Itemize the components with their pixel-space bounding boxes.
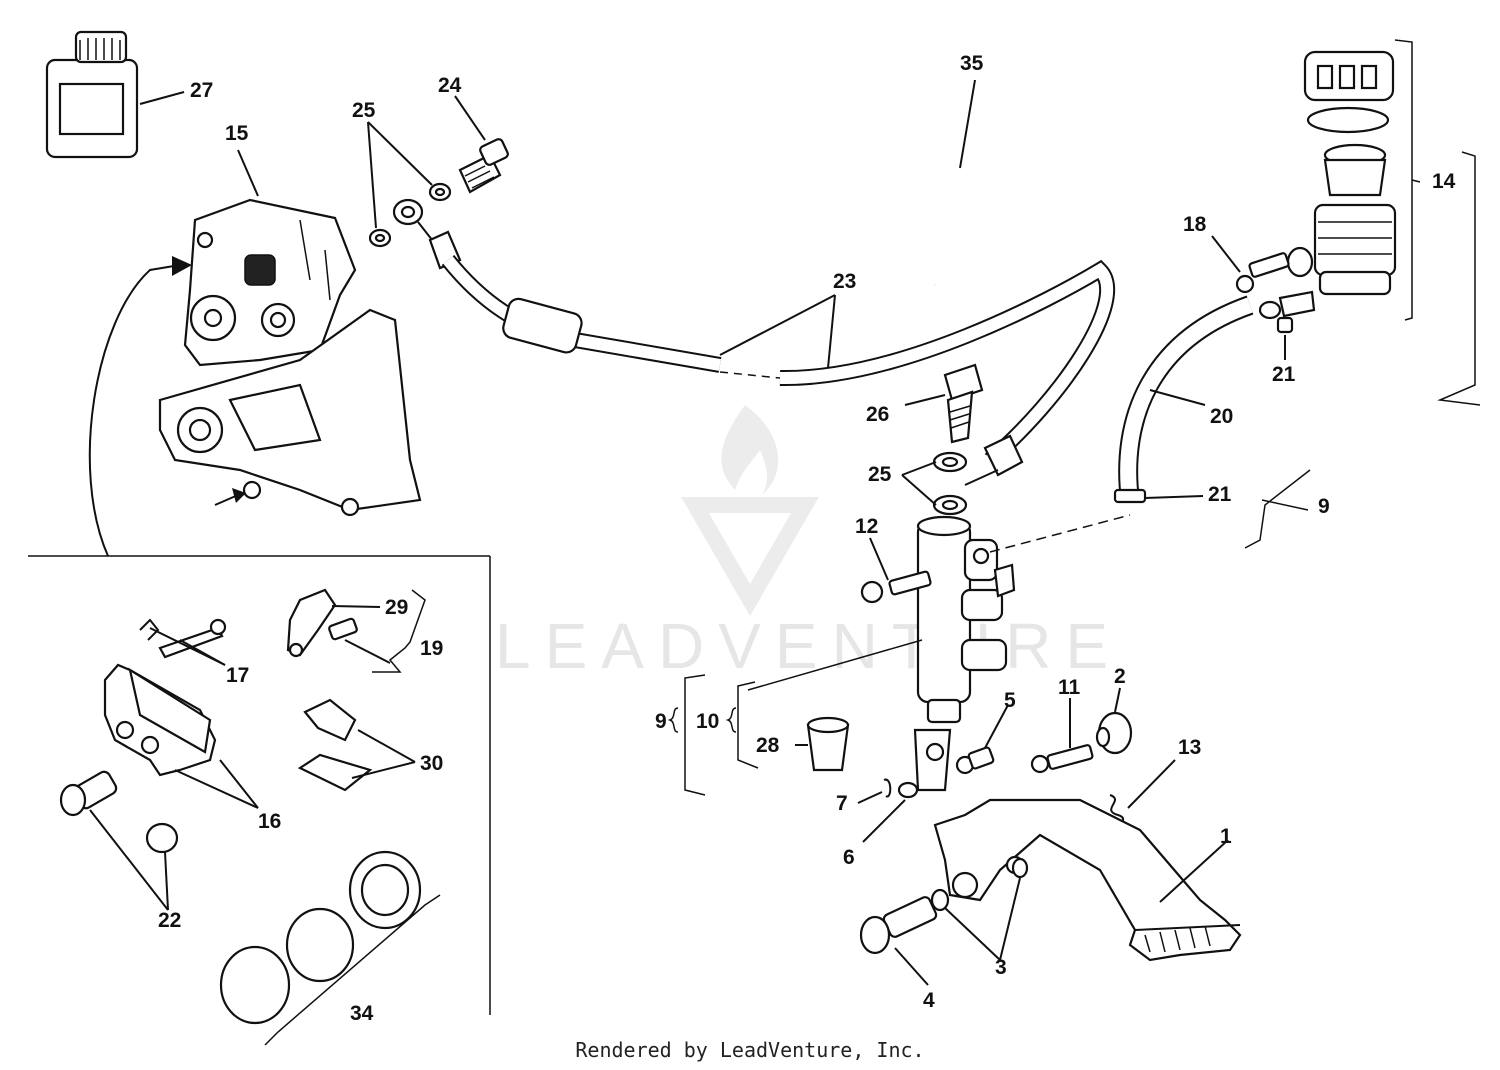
leadventure-watermark: LEADVENTURE — [495, 405, 1122, 682]
label-20: 20 — [1210, 405, 1233, 428]
dust-boot — [795, 716, 850, 772]
label-23: 23 — [833, 270, 856, 293]
label-1: 1 — [1220, 825, 1232, 848]
label-21-lower: 21 — [1208, 483, 1232, 506]
label-6: 6 — [843, 846, 855, 869]
brake-fluid-bottle — [45, 30, 185, 159]
clevis-pin — [955, 704, 1009, 775]
label-13: 13 — [1178, 736, 1201, 759]
stopper-bolt — [1030, 698, 1094, 774]
pad-spring-clips — [297, 698, 416, 792]
label-25-lower: 25 — [868, 463, 892, 486]
label-22: 22 — [158, 909, 181, 932]
assembly-bracket-upper — [1244, 151, 1481, 549]
brake-pads — [103, 663, 259, 809]
label-21-upper: 21 — [1272, 363, 1296, 386]
label-11: 11 — [1058, 676, 1081, 699]
stopper-cap — [1095, 687, 1133, 755]
reservoir-bolt — [1211, 235, 1290, 294]
label-12: 12 — [855, 515, 878, 538]
label-30: 30 — [420, 752, 443, 775]
label-27: 27 — [190, 79, 213, 102]
brake-hose — [392, 198, 1116, 486]
label-3: 3 — [995, 956, 1007, 979]
watermark-text: LEADVENTURE — [495, 610, 1122, 682]
hose-clamp-upper — [1258, 300, 1294, 360]
label-15: 15 — [225, 122, 249, 145]
label-25-upper: 25 — [352, 99, 376, 122]
grouping-braces — [667, 707, 737, 733]
label-18: 18 — [1183, 213, 1207, 236]
sealing-washers-lower — [901, 451, 968, 516]
brake-pedal — [933, 798, 1242, 962]
pivot-bolt — [859, 896, 938, 986]
label-9-upper: 9 — [1318, 495, 1330, 518]
banjo-bolt — [904, 363, 984, 444]
assembly-brackets-lower — [684, 639, 923, 796]
piston-seal-kit — [219, 850, 441, 1046]
label-28: 28 — [756, 734, 780, 757]
slide-pins — [59, 770, 179, 911]
footer-credit: Rendered by LeadVenture, Inc. — [575, 1038, 925, 1062]
washer-and-cotter-pin — [857, 778, 919, 843]
label-35: 35 — [960, 52, 984, 75]
sealing-washers-upper — [367, 121, 452, 248]
label-9-lower: 9 — [655, 710, 667, 733]
hose-guard-spring — [928, 79, 976, 288]
label-10: 10 — [696, 710, 719, 733]
inset-frame — [28, 256, 491, 1015]
label-5: 5 — [1004, 689, 1016, 712]
label-4: 4 — [923, 989, 935, 1012]
master-cylinder — [913, 514, 1131, 792]
brake-caliper-assembly — [158, 149, 422, 517]
reservoir-hose — [1118, 295, 1254, 502]
hose-clamp-lower — [1113, 488, 1204, 504]
label-17: 17 — [226, 664, 249, 687]
mounting-bolt — [860, 537, 932, 604]
pad-pin-and-clip — [139, 618, 227, 666]
label-7: 7 — [836, 792, 848, 815]
bleeder-kit — [286, 588, 426, 673]
part-labels: 1 2 3 4 5 6 7 9 9 10 11 12 13 14 15 16 1… — [158, 52, 1456, 1025]
label-16: 16 — [258, 810, 281, 833]
bleeder-screw — [454, 95, 509, 194]
label-34: 34 — [350, 1002, 374, 1025]
brake-fluid-reservoir — [1278, 39, 1421, 321]
label-19: 19 — [420, 637, 443, 660]
label-2: 2 — [1114, 665, 1126, 688]
pivot-washers — [930, 857, 1029, 961]
label-26: 26 — [866, 403, 889, 426]
label-29: 29 — [385, 596, 408, 619]
label-24: 24 — [438, 74, 462, 97]
label-14: 14 — [1432, 170, 1456, 193]
